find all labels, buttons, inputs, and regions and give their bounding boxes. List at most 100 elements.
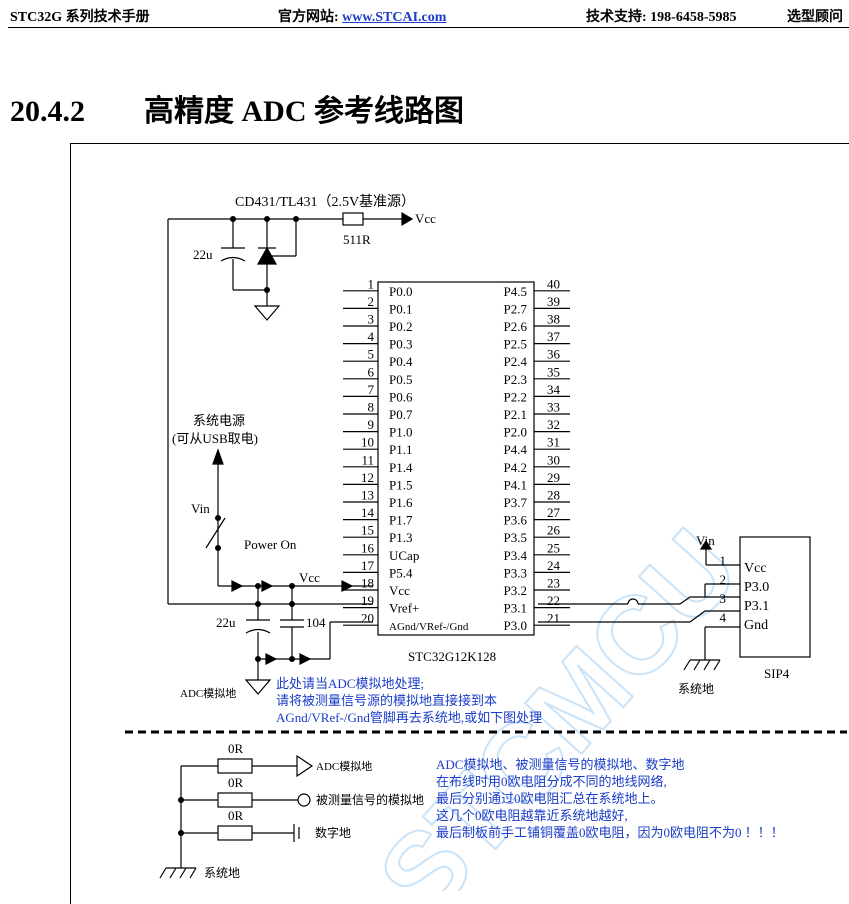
- pin-name: P4.4: [504, 442, 528, 457]
- pin-name: P4.2: [504, 460, 527, 475]
- pin-number: 13: [361, 488, 374, 503]
- pin-number: 5: [368, 347, 375, 362]
- pin-number: 10: [361, 435, 374, 450]
- pin-number: 20: [361, 611, 374, 626]
- pin-number: 36: [547, 347, 561, 362]
- pin-number: 25: [547, 540, 560, 555]
- vcc-label-net: Vcc: [299, 570, 320, 585]
- pin-number: 3: [368, 312, 375, 327]
- pin-name: P0.1: [389, 301, 412, 316]
- pin-number: 38: [547, 312, 560, 327]
- target-adc-ground: ADC模拟地: [316, 759, 372, 773]
- lower-note-1: ADC模拟地、被测量信号的模拟地、数字地: [436, 757, 684, 772]
- sip-pin-name: Gnd: [744, 618, 768, 633]
- pin-name: P0.4: [389, 354, 413, 369]
- cap2-label: 22u: [216, 615, 236, 630]
- sip-pin-number: 4: [720, 610, 727, 625]
- sip-pin-name: P3.1: [744, 599, 769, 614]
- pin-name: P2.6: [504, 319, 528, 334]
- pin-name: P1.7: [389, 513, 413, 528]
- pin-name: P3.3: [504, 565, 527, 580]
- pin-name: P3.2: [504, 583, 527, 598]
- pin-name: P0.2: [389, 319, 412, 334]
- lower-r3-label: 0R: [228, 808, 244, 823]
- header-website-label: 官方网站:: [278, 10, 343, 25]
- pin-number: 16: [361, 540, 375, 555]
- sip4-label: SIP4: [764, 666, 790, 681]
- header-manual-title: STC32G 系列技术手册: [10, 10, 150, 25]
- pin-number: 34: [547, 382, 561, 397]
- note-line-1: 此处请当ADC模拟地处理;: [276, 676, 424, 691]
- pin-number: 17: [361, 558, 375, 573]
- pin-name: P0.7: [389, 407, 413, 422]
- pin-number: 7: [368, 382, 375, 397]
- pin-name: P2.3: [504, 372, 527, 387]
- pin-name: P2.2: [504, 389, 527, 404]
- pin-name: P3.0: [504, 618, 527, 633]
- pin-name: P0.3: [389, 337, 412, 352]
- pin-number: 11: [361, 452, 374, 467]
- pin-number: 14: [361, 505, 375, 520]
- pin-name: P3.1: [504, 601, 527, 616]
- pin-number: 22: [547, 593, 560, 608]
- pin-number: 19: [361, 593, 374, 608]
- chip-name: STC32G12K128: [408, 649, 496, 664]
- cap1-label: 22u: [193, 247, 213, 262]
- pin-number: 23: [547, 576, 560, 591]
- pin-number: 40: [547, 276, 560, 291]
- section-number: 20.4.2: [10, 95, 85, 128]
- pin-name: P4.1: [504, 477, 527, 492]
- section-title-text: 高精度 ADC 参考线路图: [144, 95, 464, 128]
- note-line-3: AGnd/VRef-/Gnd管脚再去系统地,或如下图处理: [276, 710, 542, 725]
- pin-number: 30: [547, 452, 560, 467]
- chip-right-pins: 40P4.539P2.738P2.637P2.536P2.435P2.334P2…: [504, 276, 570, 633]
- pin-name: UCap: [389, 548, 419, 563]
- pin-name: Vcc: [389, 583, 410, 598]
- lower-note-2: 在布线时用0欧电阻分成不同的地线网络,: [436, 774, 667, 789]
- pin-number: 37: [547, 329, 561, 344]
- pin-number: 12: [361, 470, 374, 485]
- pin-number: 29: [547, 470, 560, 485]
- cap3-label: 104: [306, 615, 326, 630]
- pin-name: P2.7: [504, 301, 528, 316]
- pin-number: 24: [547, 558, 561, 573]
- lower-note-4: 这几个0欧电阻越靠近系统地越好,: [436, 808, 628, 823]
- pin-name: P1.5: [389, 477, 412, 492]
- lower-note-3: 最后分别通过0欧电阻汇总在系统地上。: [436, 791, 664, 806]
- lower-sys-ground-label: 系统地: [204, 866, 240, 880]
- pin-name: P2.5: [504, 337, 527, 352]
- pin-name: Vref+: [389, 601, 419, 616]
- sys-ground-label: 系统地: [678, 682, 714, 696]
- pin-name: P1.1: [389, 442, 412, 457]
- pin-name: P2.0: [504, 425, 527, 440]
- resistor-label: 511R: [343, 232, 371, 247]
- lower-note-5: 最后制板前手工铺铜覆盖0欧电阻，因为0欧电阻不为0 ！！！: [436, 825, 784, 840]
- pin-name: P3.7: [504, 495, 528, 510]
- pin-number: 6: [368, 364, 375, 379]
- pin-number: 8: [368, 400, 375, 415]
- sip-pin-name: Vcc: [744, 561, 767, 576]
- target-digital-ground: 数字地: [315, 825, 351, 840]
- sip-pin-number: 2: [720, 572, 727, 587]
- pin-name: P3.4: [504, 548, 528, 563]
- pin-name: P1.4: [389, 460, 413, 475]
- header-support: 技术支持: 198-6458-5985: [586, 10, 737, 25]
- pin-name: P5.4: [389, 565, 413, 580]
- pin-name: P3.6: [504, 513, 528, 528]
- pin-number: 35: [547, 364, 560, 379]
- pin-name: P1.3: [389, 530, 412, 545]
- lower-r2-label: 0R: [228, 775, 244, 790]
- vin-label: Vin: [191, 501, 210, 516]
- circuit-wires: [125, 211, 847, 879]
- target-signal-ground: 被测量信号的模拟地: [316, 792, 424, 807]
- pin-name: P2.4: [504, 354, 528, 369]
- vcc-label-top: Vcc: [415, 211, 436, 226]
- pin-name: P0.0: [389, 284, 412, 299]
- pin-name: P0.5: [389, 372, 412, 387]
- header-website-link[interactable]: www.STCAI.com: [342, 10, 447, 25]
- pin-name: P3.5: [504, 530, 527, 545]
- lower-r1-label: 0R: [228, 741, 244, 756]
- pin-number: 28: [547, 488, 560, 503]
